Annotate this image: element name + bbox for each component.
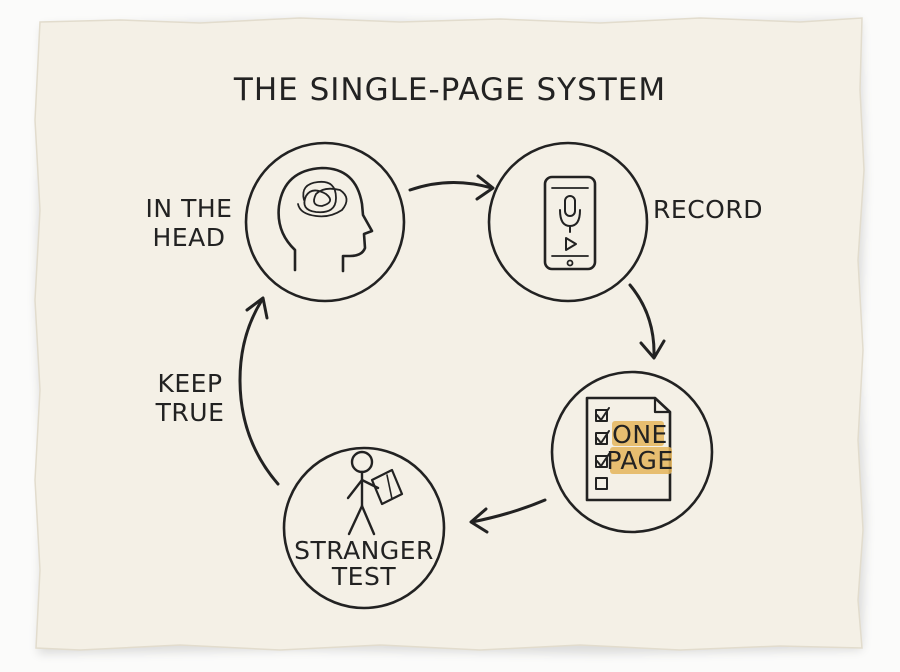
diagram-title: THE SINGLE-PAGE SYSTEM xyxy=(233,72,666,108)
node-page-circle xyxy=(550,370,714,534)
arrow-head-to-record xyxy=(408,174,495,201)
arrow-stranger-to-head xyxy=(238,296,280,486)
person-reading-icon xyxy=(346,450,404,536)
checklist-page-icon xyxy=(585,396,672,502)
node-head-circle xyxy=(244,141,406,303)
label-head-line-1: IN THE xyxy=(146,194,233,223)
label-edge-keep-line-2: TRUE xyxy=(155,398,225,427)
label-stranger-line-1: STRANGER xyxy=(294,536,434,565)
paper-sheet xyxy=(34,17,865,651)
label-page-line-2: PAGE xyxy=(606,446,673,475)
label-edge-keep-line-1: KEEP xyxy=(157,369,222,398)
arrow-record-to-page xyxy=(628,283,666,360)
node-record-circle xyxy=(487,141,649,303)
phone-microphone-icon xyxy=(543,175,597,271)
arrow-page-to-stranger xyxy=(469,498,547,534)
label-page-line-1: ONE xyxy=(612,420,668,449)
label-record: RECORD xyxy=(653,195,763,224)
node-stranger-circle xyxy=(282,446,446,610)
label-stranger-line-2: TEST xyxy=(331,562,396,591)
head-with-tangled-thoughts-icon xyxy=(277,166,374,273)
label-head-line-2: HEAD xyxy=(153,223,226,252)
